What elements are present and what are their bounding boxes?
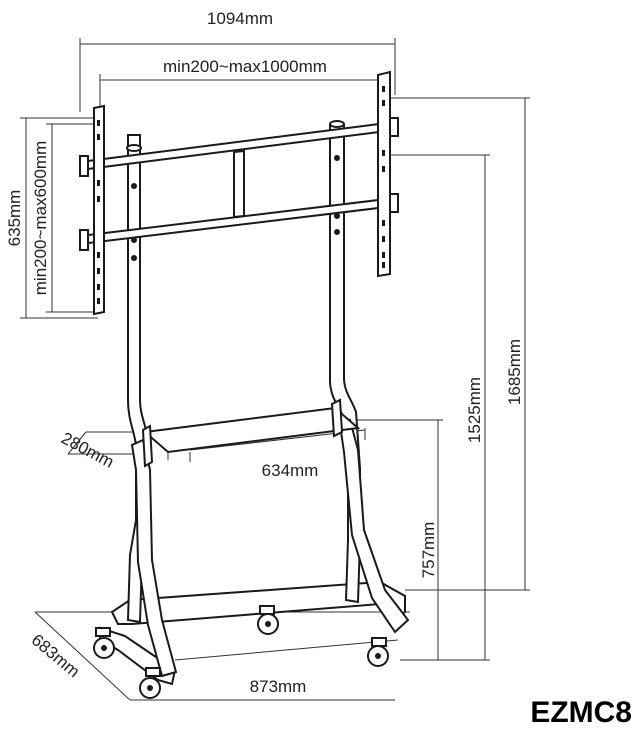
right-vesa-bracket bbox=[377, 70, 391, 278]
left-front-leg bbox=[130, 438, 178, 678]
post-bolts bbox=[131, 155, 340, 261]
base-width-label: 873mm bbox=[250, 677, 307, 696]
base-depth-label: 683mm bbox=[28, 630, 84, 681]
caster-rear-right bbox=[257, 605, 279, 635]
shelf bbox=[141, 398, 361, 468]
post-caps bbox=[126, 120, 345, 152]
max-height-label: 1685mm bbox=[505, 339, 524, 405]
vesa-height-label: min200~max600mm bbox=[31, 141, 50, 296]
min-height-label: 1525mm bbox=[465, 377, 484, 443]
overall-width-label: 1094mm bbox=[207, 9, 273, 28]
overall-width-dimension bbox=[79, 38, 396, 112]
min-height-dimension bbox=[388, 154, 490, 661]
vesa-width-label: min200~max1000mm bbox=[163, 57, 327, 76]
vesa-height-dimension bbox=[46, 123, 95, 313]
shelf-depth-dimension bbox=[67, 431, 140, 455]
shelf-height-dimension bbox=[355, 419, 443, 660]
bracket-height-dimension bbox=[20, 117, 98, 319]
max-height-dimension bbox=[388, 97, 530, 591]
bracket-height-label: 635mm bbox=[5, 190, 24, 247]
caster-front-right bbox=[367, 637, 389, 667]
shelf-width-label: 634mm bbox=[262, 461, 319, 480]
caster-rear-left bbox=[93, 627, 115, 659]
right-front-leg bbox=[338, 418, 410, 634]
model-label: EZMC8 bbox=[530, 696, 632, 729]
left-vesa-bracket bbox=[93, 104, 105, 316]
caster-front-left bbox=[139, 667, 161, 699]
mounting-rails bbox=[79, 117, 399, 251]
shelf-depth-label: 280mm bbox=[58, 428, 117, 471]
shelf-height-label: 757mm bbox=[419, 522, 438, 579]
vesa-width-dimension bbox=[99, 74, 383, 110]
